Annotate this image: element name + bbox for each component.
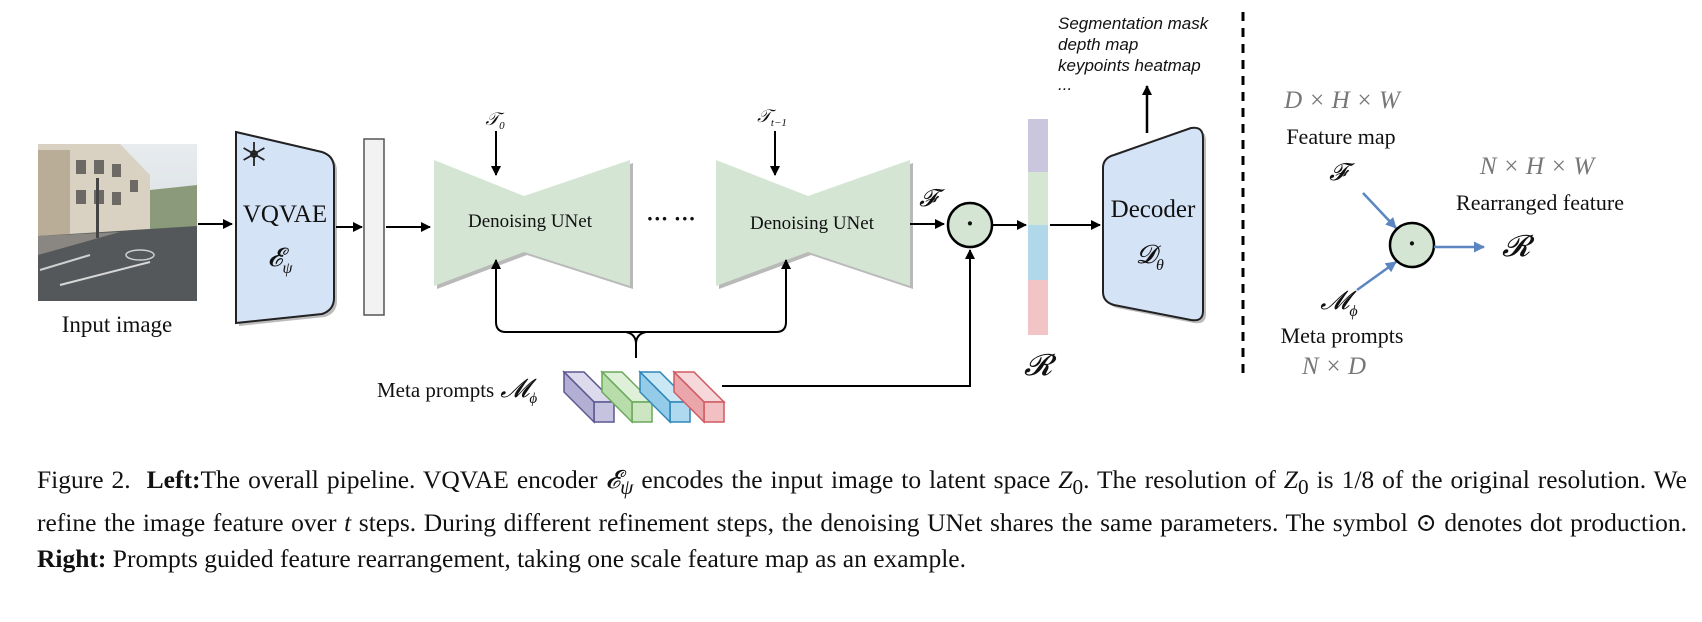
- caption-text: steps. During different refinement steps…: [351, 508, 1416, 538]
- feature-symbol: 𝓕: [919, 186, 945, 212]
- decoder-title: Decoder: [1111, 196, 1196, 223]
- bar-segment-purple: [1028, 119, 1048, 172]
- arrow-prompts-to-dot: [722, 249, 975, 387]
- feature-dims: D × H × W: [1283, 87, 1402, 114]
- unet-first-label: Denoising UNet: [468, 211, 593, 232]
- caption-left-heading: Left:: [146, 465, 201, 494]
- decoder: [1102, 126, 1206, 324]
- bar-segment-blue: [1028, 225, 1048, 280]
- snowflake-icon: [243, 142, 265, 166]
- caption-text: . The resolution of: [1083, 465, 1284, 494]
- meta-prompt-bracket-stem: [625, 331, 647, 358]
- right-dot-product-node: [1388, 221, 1436, 269]
- unet-last-label: Denoising UNet: [750, 213, 875, 234]
- caption-text: denotes dot production.: [1436, 508, 1687, 538]
- right-feature-symbol: 𝓕: [1329, 160, 1355, 186]
- caption-odot-symbol: ⊙: [1415, 508, 1437, 538]
- dot-symbol: ·: [966, 209, 975, 238]
- meta-prompt-tokens: [562, 370, 726, 424]
- timestep-first-symbol: 𝒯0: [485, 109, 505, 132]
- pipeline-diagram: Input image VQVAE 𝓔ψ Denoising UNet 𝒯0 ·…: [38, 12, 1624, 424]
- meta-dims: N × D: [1301, 353, 1366, 380]
- output-item: Segmentation mask: [1058, 14, 1210, 33]
- rearranged-dims: N × H × W: [1479, 153, 1596, 180]
- bar-segment-red: [1028, 280, 1048, 335]
- caption-latent-sub: 0: [1072, 475, 1084, 500]
- right-dot-symbol: ·: [1408, 229, 1417, 258]
- caption-latent-symbol: Z: [1058, 465, 1073, 494]
- caption-encoder-symbol: 𝓔ψ: [605, 465, 634, 500]
- caption-latent-symbol-2: Z: [1283, 465, 1298, 494]
- caption-text: encodes the input image to latent space: [633, 465, 1059, 494]
- input-image: [38, 144, 197, 301]
- bar-segment-green: [1028, 172, 1048, 225]
- denoising-unet-first: [434, 160, 633, 289]
- output-item: ...: [1058, 75, 1072, 94]
- right-r-symbol: 𝓡: [1502, 230, 1535, 263]
- output-list: Segmentation mask depth map keypoints he…: [1058, 14, 1210, 94]
- caption-figure-number: Figure 2.: [37, 465, 131, 494]
- output-item: keypoints heatmap: [1058, 56, 1201, 75]
- input-image-label: Input image: [62, 312, 173, 337]
- prompt-token-green: [600, 370, 654, 424]
- caption-t-symbol: t: [344, 508, 352, 538]
- rearranged-feature-bar: [1028, 119, 1048, 335]
- meta-prompt-bracket: [495, 262, 787, 333]
- caption-text: The overall pipeline. VQVAE encoder: [200, 465, 606, 494]
- caption-right-heading: Right:: [37, 544, 107, 574]
- caption-text: Prompts guided feature rearrangement, ta…: [106, 544, 966, 574]
- figure-caption: Figure 2. Left:The overall pipeline. VQV…: [37, 462, 1687, 577]
- prompt-token-red: [672, 370, 726, 424]
- vqvae-title: VQVAE: [243, 201, 327, 228]
- vqvae-encoder: [235, 130, 337, 326]
- arrow-prompts-to-right-dot: [1356, 260, 1397, 292]
- caption-text: is 1/8 of the original resolution. We re…: [37, 465, 1688, 538]
- r-symbol: 𝓡: [1024, 349, 1057, 382]
- caption-latent-sub-2: 0: [1297, 475, 1309, 500]
- output-item: depth map: [1058, 35, 1138, 54]
- timestep-last-symbol: 𝒯t−1: [757, 106, 787, 129]
- arrow-feature-to-right-dot: [1362, 192, 1397, 229]
- right-meta-label: Meta prompts: [1281, 323, 1404, 348]
- feature-map-label: Feature map: [1286, 124, 1395, 149]
- denoising-unet-last: [716, 160, 913, 289]
- latent-bar: [363, 138, 385, 316]
- right-meta-symbol: 𝓜ϕ: [1320, 286, 1357, 320]
- rearranged-feature-label: Rearranged feature: [1456, 190, 1624, 215]
- unet-ellipsis: ··· ···: [646, 206, 696, 231]
